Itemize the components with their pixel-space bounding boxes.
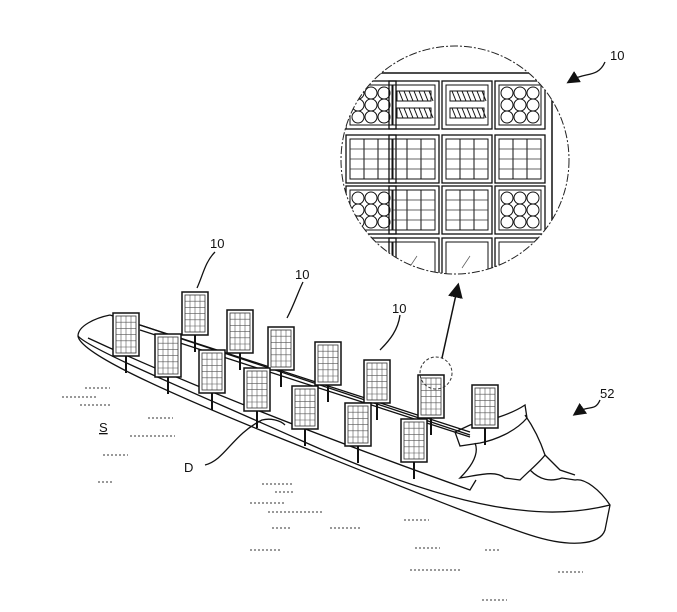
solar-panel <box>417 374 445 435</box>
solar-panel <box>154 333 182 394</box>
solar-panel <box>243 367 271 428</box>
ship-ref-label: 52 <box>600 386 614 401</box>
solar-panel <box>226 309 254 370</box>
sea-surface-marks <box>62 387 583 601</box>
solar-panel <box>291 385 319 446</box>
panel-ref-label: 10 <box>210 236 224 251</box>
solar-panel <box>471 384 499 445</box>
detail-ref-label: 10 <box>610 48 624 63</box>
detail-arrow <box>441 282 463 359</box>
solar-panel <box>363 359 391 420</box>
solar-panel <box>112 312 140 373</box>
panel-ref-label: 10 <box>295 267 309 282</box>
solar-panel <box>400 418 428 479</box>
leader-lines <box>196 61 606 466</box>
panel-ref-label: 10 <box>392 301 406 316</box>
solar-panel <box>181 291 209 352</box>
solar-panel <box>314 341 342 402</box>
solar-panel <box>267 326 295 387</box>
deck-ref-label: D <box>184 460 193 475</box>
solar-panel <box>198 349 226 410</box>
solar-panel-array <box>112 291 499 479</box>
solar-panel <box>344 402 372 463</box>
sea-ref-label: S <box>99 420 108 435</box>
magnified-panel-detail <box>340 45 570 275</box>
detail-marker-circle <box>419 356 453 390</box>
